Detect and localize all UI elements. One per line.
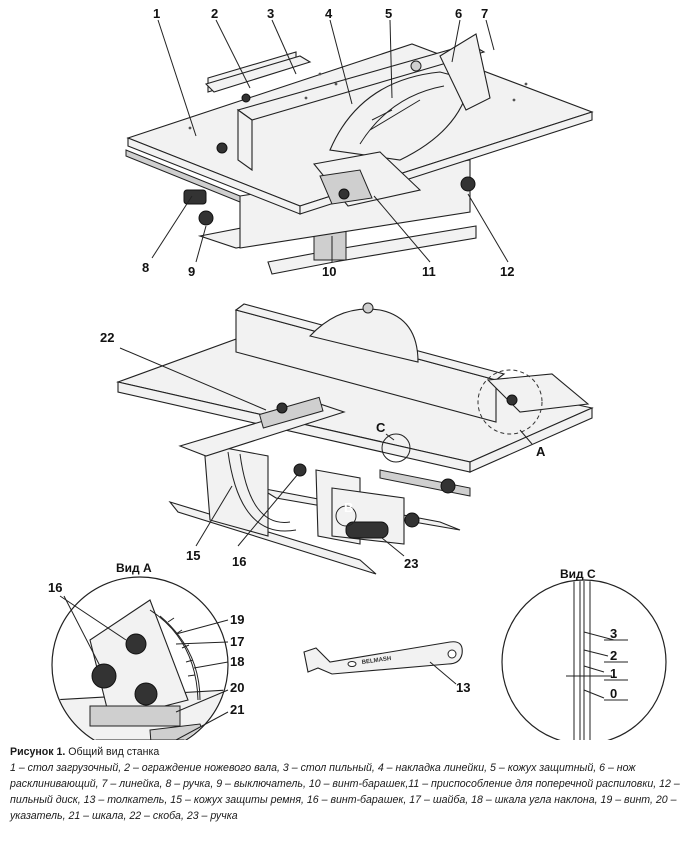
view-a-title: Вид А [116,561,152,575]
top-machine-drawing [125,33,594,275]
callout-9: 9 [188,264,195,279]
view-a-label-18: 18 [230,654,244,669]
callout-6: 6 [455,6,462,21]
callout-12: 12 [500,264,514,279]
view-a-label-21: 21 [230,702,244,717]
view-a-leaders [59,595,229,740]
callout-2: 2 [211,6,218,21]
marker-c: C [376,420,386,435]
view-c-scale: 3 2 1 0 [610,626,617,701]
callout-23: 23 [404,556,418,571]
figure-caption: Рисунок 1. Общий вид станка 1 – стол заг… [10,744,682,824]
middle-machine-drawing [116,302,594,575]
callout-3: 3 [267,6,274,21]
callout-16: 16 [232,554,246,569]
callout-10: 10 [322,264,336,279]
marker-a: A [536,444,546,459]
callout-1: 1 [153,6,160,21]
callout-15: 15 [186,548,200,563]
callout-22: 22 [100,330,114,345]
caption-title: Рисунок 1. [10,746,66,758]
view-a-label-16: 16 [48,580,62,595]
machine-figure: 1 2 3 4 5 6 7 8 9 10 11 12 [48,6,667,740]
caption-legend: 1 – стол загрузочный, 2 – ограждение нож… [10,762,680,822]
view-c-scale-3: 3 [610,626,617,641]
pusher-drawing: BELMASH [303,641,463,685]
callout-4: 4 [325,6,333,21]
view-a-labels: 16 19 17 18 20 21 [48,580,244,717]
view-c-scale-2: 2 [610,648,617,663]
callout-11: 11 [422,264,436,279]
caption-title-rest: Общий вид станка [65,746,160,758]
top-leader-lines [151,19,509,263]
callout-13: 13 [456,680,470,695]
top-callouts: 1 2 3 4 5 6 7 8 9 10 11 12 [142,6,514,279]
view-a-detail [51,576,229,740]
view-a-label-19: 19 [230,612,244,627]
view-a-label-20: 20 [230,680,244,695]
view-c-scale-0: 0 [610,686,617,701]
middle-leader-lines [119,347,533,557]
marker-b: B [344,500,353,515]
callout-7: 7 [481,6,488,21]
view-c-detail [501,579,667,740]
callout-5: 5 [385,6,392,21]
view-c-scale-1: 1 [610,666,617,681]
view-a-label-17: 17 [230,634,244,649]
middle-callouts: 22 15 16 23 A B C [100,330,546,571]
callout-8: 8 [142,260,149,275]
pusher-brand: BELMASH [361,656,391,666]
view-c-title: Вид С [560,567,596,581]
